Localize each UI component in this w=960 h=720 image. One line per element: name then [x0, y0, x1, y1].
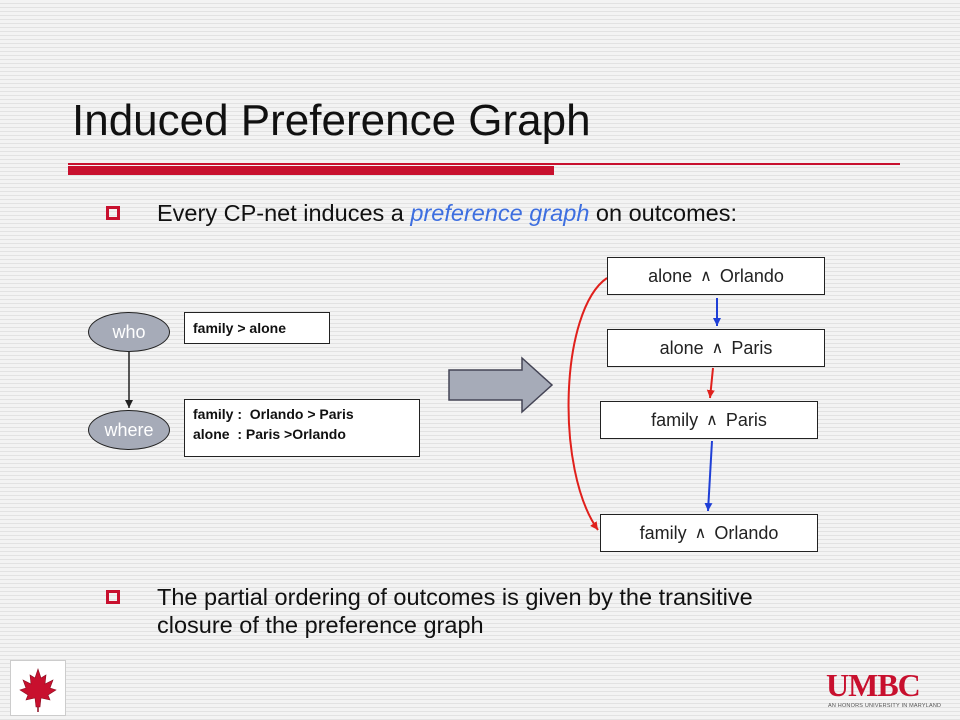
outcome-label-right: Orlando	[714, 522, 779, 543]
node-where: where	[88, 410, 170, 450]
edge-family-paris-to-family-orlando	[704, 440, 713, 512]
maple-leaf-icon	[10, 660, 66, 716]
outcome-label-left: family	[651, 409, 699, 430]
and-symbol: ∧	[700, 268, 712, 285]
node-who: who	[88, 312, 170, 352]
edge-alone-orlando-to-family-orlando	[567, 277, 608, 531]
bullet-1-emphasis: preference graph	[410, 200, 590, 226]
outcome-label-left: alone	[659, 337, 704, 358]
transform-arrow	[448, 356, 554, 414]
outcome-label-right: Paris	[731, 337, 773, 358]
outcome-label-left: family	[639, 522, 687, 543]
umbc-logo-text: UMBC	[826, 667, 921, 703]
outcome-alone-orlando: alone ∧ Orlando	[607, 257, 825, 295]
and-symbol: ∧	[706, 412, 718, 429]
cpt-who: family > alone	[184, 312, 330, 344]
umbc-logo: UMBC AN HONORS UNIVERSITY IN MARYLAND	[826, 668, 946, 712]
bullet-2-line-1: The partial ordering of outcomes is give…	[157, 584, 753, 610]
bullet-2-text: The partial ordering of outcomes is give…	[157, 583, 753, 639]
and-symbol: ∧	[694, 525, 707, 542]
outcome-family-orlando: family ∧ Orlando	[600, 514, 818, 552]
bullet-1-text-after: on outcomes:	[589, 200, 737, 226]
outcome-label-right: Orlando	[719, 265, 784, 286]
cpt-where-row-alone: alone : Paris >Orlando	[193, 426, 346, 442]
bullet-square-icon	[106, 590, 120, 604]
title-rule-thin	[68, 163, 900, 165]
title-rule-thick	[68, 166, 554, 175]
bullet-1-text-before: Every CP-net induces a	[157, 200, 411, 226]
outcome-label-right: Paris	[725, 409, 767, 430]
cpt-where: family : Orlando > Paris alone : Paris >…	[184, 399, 420, 457]
and-symbol: ∧	[711, 340, 724, 357]
bullet-2-line-2: closure of the preference graph	[157, 612, 484, 638]
bullet-square-icon	[106, 206, 120, 220]
edge-alone-paris-to-family-paris	[706, 367, 715, 399]
umbc-logo-subtext: AN HONORS UNIVERSITY IN MARYLAND	[828, 703, 942, 709]
outcome-alone-paris: alone ∧ Paris	[607, 329, 825, 367]
outcome-label-left: alone	[648, 265, 693, 286]
outcome-family-paris: family ∧ Paris	[600, 401, 818, 439]
bullet-1-text: Every CP-net induces a preference graph …	[157, 199, 737, 227]
cpt-where-row-family: family : Orlando > Paris	[193, 406, 354, 422]
slide-title: Induced Preference Graph	[72, 96, 591, 145]
